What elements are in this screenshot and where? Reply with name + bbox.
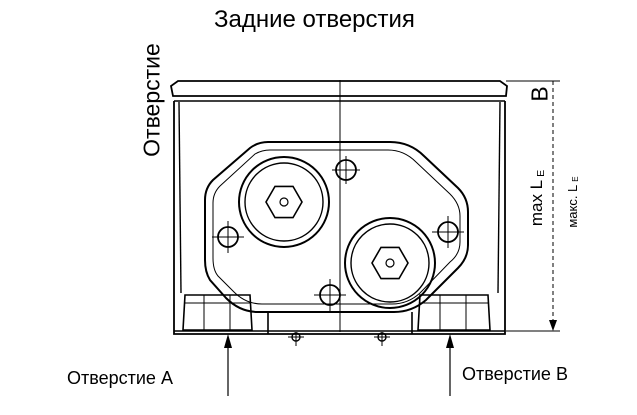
port-fitting-left-outer	[238, 156, 330, 248]
bottom-bolt-right	[374, 332, 390, 346]
flange-plate-inner	[212, 149, 461, 305]
housing-body	[173, 101, 506, 335]
bolt-hole-top	[332, 156, 360, 184]
hex-plug-right-icon	[371, 246, 409, 280]
housing-top-cap	[170, 80, 508, 97]
port-b-label: Отверстие B	[462, 364, 568, 384]
port-fitting-right-inner	[350, 223, 430, 303]
port-b-arrow-icon	[446, 334, 454, 396]
flange-plate	[204, 141, 469, 313]
housing-inner-right	[497, 101, 501, 294]
le-dimension-line	[506, 80, 560, 332]
bolt-hole-bottom	[314, 279, 346, 311]
hex-plug-left-icon	[265, 185, 303, 219]
port-fitting-left-inner	[244, 162, 324, 242]
hex-plug-left-center	[279, 197, 289, 207]
foot-left	[182, 294, 253, 331]
port-a-arrow-icon	[224, 334, 232, 396]
bottom-bolt-left	[288, 332, 304, 346]
bolt-hole-right	[432, 216, 464, 248]
bolt-hole-left	[212, 221, 244, 253]
foot-right	[417, 294, 491, 331]
bottom-stem	[267, 312, 413, 334]
housing-inner-left	[178, 101, 182, 294]
port-a-label: Отверстие A	[67, 368, 173, 388]
diagram-title: Задние отверстия	[214, 6, 415, 33]
port-fitting-right-outer	[344, 217, 436, 309]
hex-plug-right-center	[385, 258, 395, 268]
